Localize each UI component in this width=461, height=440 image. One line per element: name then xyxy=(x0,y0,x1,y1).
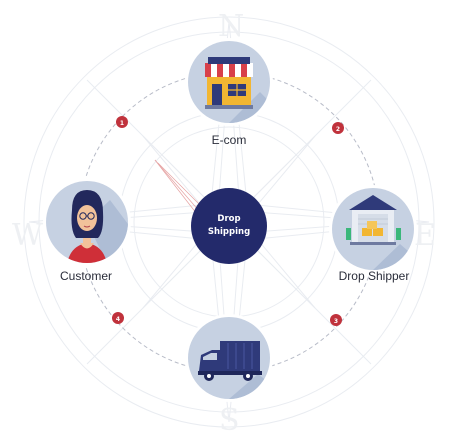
customer-avatar-icon xyxy=(66,190,108,263)
node-customer xyxy=(43,178,131,266)
node-label-customer: Customer xyxy=(59,269,113,283)
step-badge-2: 2 xyxy=(332,122,344,134)
center-label-line1: Drop xyxy=(217,214,240,224)
node-ecom xyxy=(185,38,273,126)
center-label-line2: Shipping xyxy=(208,227,250,237)
compass-letters: N E S W xyxy=(12,9,436,438)
step-badge-1-label: 1 xyxy=(120,120,124,127)
pointer-lines xyxy=(154,159,201,219)
node-truck xyxy=(185,314,273,402)
compass-letter-w: W xyxy=(12,218,43,253)
node-label-dropshipper: Drop Shipper xyxy=(338,269,410,283)
step-badge-4: 4 xyxy=(112,312,124,324)
compass-letter-s: S xyxy=(219,403,240,435)
compass-letter-e: E xyxy=(414,218,436,253)
step-badge-4-label: 4 xyxy=(116,316,120,323)
warehouse-icon xyxy=(346,195,401,245)
step-badge-1: 1 xyxy=(116,116,128,128)
center-node: Drop Shipping xyxy=(191,188,267,264)
storefront-icon xyxy=(205,57,253,109)
step-badge-3: 3 xyxy=(330,314,342,326)
node-dropshipper xyxy=(329,185,417,273)
delivery-truck-icon xyxy=(198,341,262,381)
step-badge-2-label: 2 xyxy=(336,126,340,133)
node-label-ecom: E-com xyxy=(211,133,247,147)
step-badge-3-label: 3 xyxy=(334,318,338,325)
